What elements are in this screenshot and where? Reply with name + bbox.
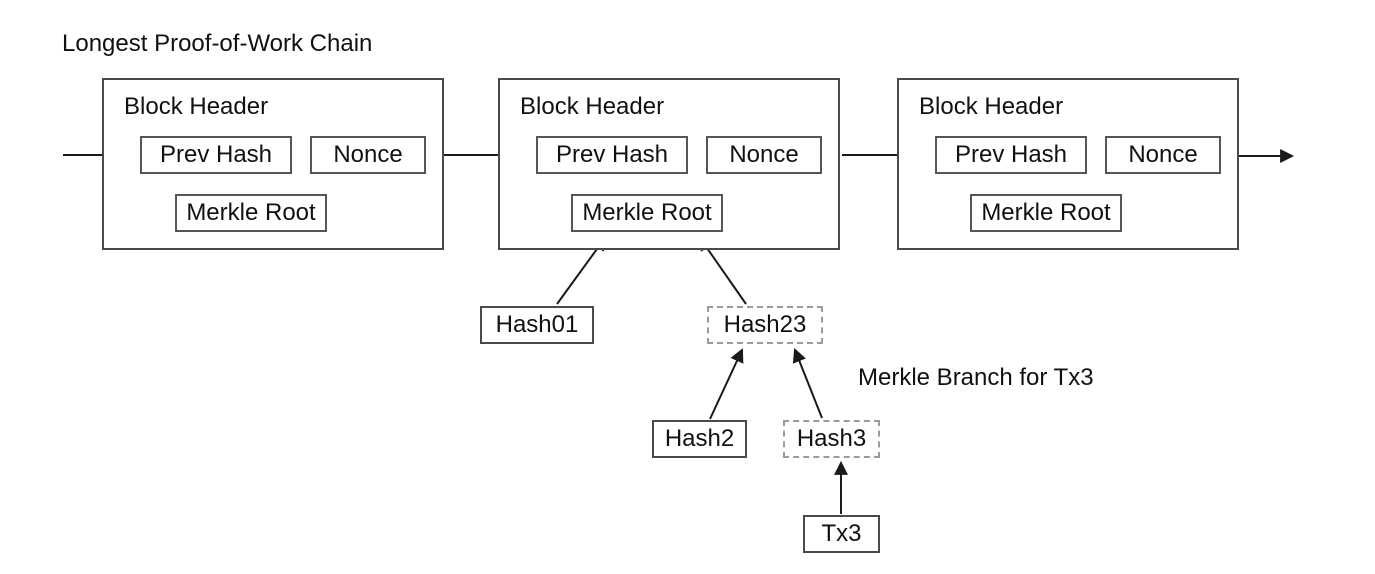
- hash01-node: Hash01: [480, 306, 594, 344]
- nonce-box: Nonce: [706, 136, 822, 174]
- nonce-box: Nonce: [1105, 136, 1221, 174]
- merkle-branch-annotation: Merkle Branch for Tx3: [858, 364, 1094, 391]
- tx3-node: Tx3: [803, 515, 880, 553]
- prev-hash-box: Prev Hash: [140, 136, 292, 174]
- diagram-title: Longest Proof-of-Work Chain: [62, 30, 373, 57]
- block-header-box-3: Block Header Prev Hash Nonce Merkle Root: [897, 78, 1239, 250]
- hash23-node: Hash23: [707, 306, 823, 344]
- merkle-root-box: Merkle Root: [571, 194, 723, 232]
- hash3-node: Hash3: [783, 420, 880, 458]
- block-header-label: Block Header: [919, 93, 1064, 120]
- block-header-box-1: Block Header Prev Hash Nonce Merkle Root: [102, 78, 444, 250]
- merkle-root-box: Merkle Root: [175, 194, 327, 232]
- hash2-node: Hash2: [652, 420, 747, 458]
- merkle-root-box: Merkle Root: [970, 194, 1122, 232]
- nonce-box: Nonce: [310, 136, 426, 174]
- block-header-box-2: Block Header Prev Hash Nonce Merkle Root: [498, 78, 840, 250]
- hash3-to-hash23-arrow: [792, 348, 823, 419]
- block-header-label: Block Header: [520, 93, 665, 120]
- block-header-label: Block Header: [124, 93, 269, 120]
- prev-hash-box: Prev Hash: [935, 136, 1087, 174]
- prev-hash-box: Prev Hash: [536, 136, 688, 174]
- hash2-to-hash23-arrow: [709, 348, 744, 420]
